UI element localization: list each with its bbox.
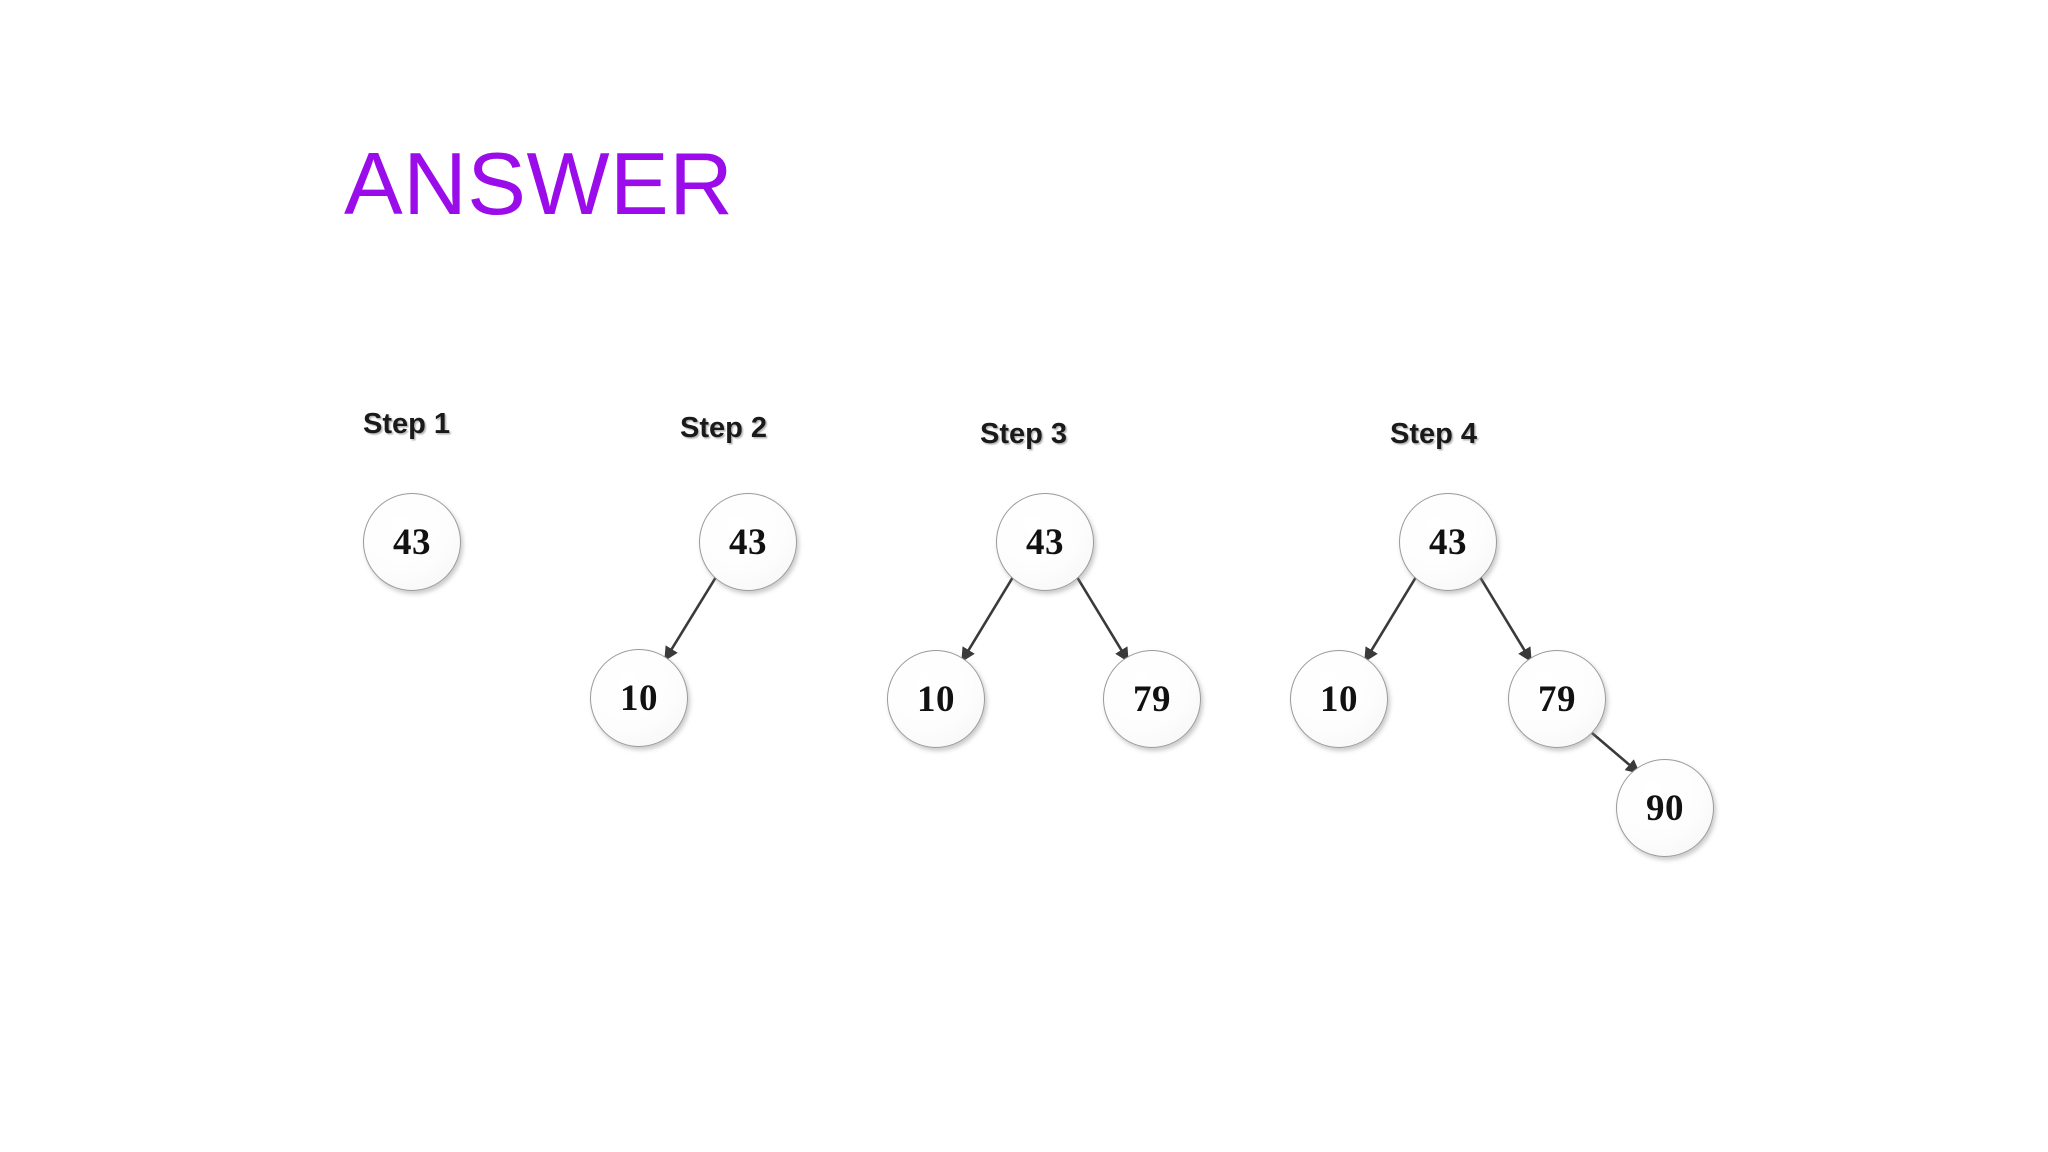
tree-node[interactable]: 79	[1508, 650, 1606, 748]
tree-edge	[1478, 576, 1533, 663]
tree-edge	[960, 576, 1015, 663]
node-value: 10	[917, 678, 955, 720]
page-title: ANSWER	[344, 134, 734, 233]
tree-node[interactable]: 10	[590, 649, 688, 747]
node-value: 43	[393, 521, 431, 563]
tree-node[interactable]: 79	[1103, 650, 1201, 748]
node-value: 79	[1538, 678, 1576, 720]
tree-edge	[1591, 732, 1641, 774]
tree-edge	[1075, 576, 1130, 663]
tree-node[interactable]: 90	[1616, 759, 1714, 857]
step-label-2: Step 2	[680, 412, 768, 444]
tree-edge	[1363, 576, 1418, 663]
tree-node[interactable]: 10	[887, 650, 985, 748]
tree-edge	[663, 576, 718, 662]
node-value: 79	[1133, 678, 1171, 720]
step-label-3: Step 3	[980, 418, 1068, 450]
step-label-4: Step 4	[1390, 418, 1478, 450]
node-value: 10	[1320, 678, 1358, 720]
tree-node[interactable]: 43	[1399, 493, 1497, 591]
node-value: 43	[729, 521, 767, 563]
node-value: 90	[1646, 787, 1684, 829]
node-value: 43	[1026, 521, 1064, 563]
node-value: 43	[1429, 521, 1467, 563]
node-value: 10	[620, 677, 658, 719]
tree-node[interactable]: 43	[363, 493, 461, 591]
tree-node[interactable]: 10	[1290, 650, 1388, 748]
step-label-1: Step 1	[363, 408, 451, 440]
tree-node[interactable]: 43	[996, 493, 1094, 591]
tree-node[interactable]: 43	[699, 493, 797, 591]
